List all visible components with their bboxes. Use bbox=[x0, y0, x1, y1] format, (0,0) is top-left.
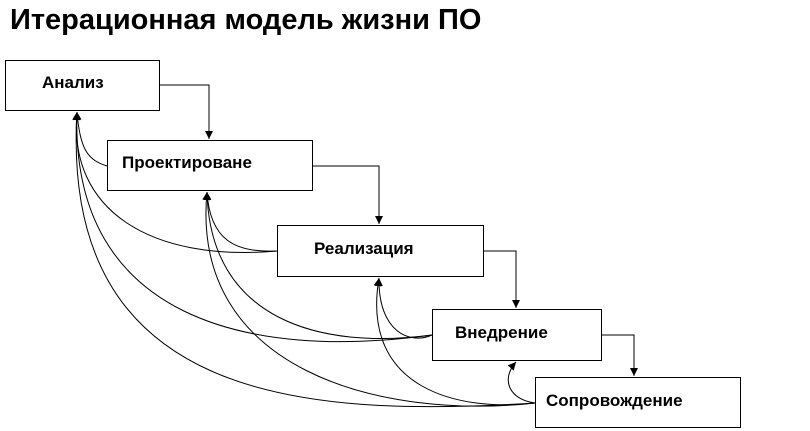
forward-arrow-deployment-maintenance bbox=[602, 334, 638, 376]
stage-box-deployment: Внедрение bbox=[432, 309, 602, 361]
forward-arrow-design-implementation bbox=[313, 165, 383, 224]
feedback-deployment-implementation bbox=[374, 277, 433, 339]
feedback-maintenance-implementation bbox=[373, 277, 536, 406]
stage-label-design: Проектироване bbox=[122, 153, 252, 172]
feedback-maintenance-analysis bbox=[72, 111, 536, 408]
stage-box-maintenance: Сопровождение bbox=[535, 377, 741, 428]
stage-box-design: Проектироване bbox=[107, 140, 313, 191]
stage-label-analysis: Анализ bbox=[42, 73, 104, 92]
feedback-deployment-design bbox=[203, 191, 433, 340]
stage-label-implementation: Реализация bbox=[314, 239, 414, 258]
forward-arrow-analysis-design bbox=[160, 84, 213, 139]
diagram-title: Итерационная модель жизни ПО bbox=[10, 4, 482, 36]
feedback-maintenance-design bbox=[202, 191, 536, 407]
feedback-deployment-analysis bbox=[72, 111, 433, 343]
stage-label-maintenance: Сопровождение bbox=[546, 391, 683, 410]
feedback-implementation-design bbox=[203, 191, 278, 252]
forward-arrow-implementation-deployment bbox=[484, 250, 520, 308]
stage-box-analysis: Анализ bbox=[5, 60, 160, 111]
feedback-maintenance-deployment bbox=[507, 361, 536, 404]
feedback-design-analysis bbox=[73, 111, 108, 167]
stage-label-deployment: Внедрение bbox=[455, 323, 548, 342]
stage-box-implementation: Реализация bbox=[277, 225, 484, 277]
